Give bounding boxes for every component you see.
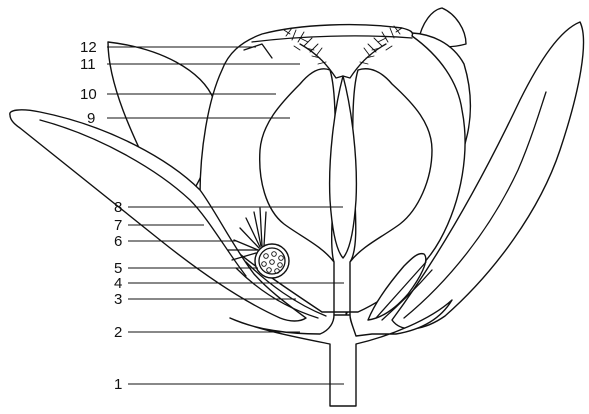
anther xyxy=(255,244,289,278)
label-8: 8 xyxy=(114,199,122,216)
label-3: 3 xyxy=(114,291,122,308)
label-12: 12 xyxy=(80,39,97,56)
label-7: 7 xyxy=(114,217,122,234)
label-10: 10 xyxy=(80,86,97,103)
label-9: 9 xyxy=(87,110,95,127)
label-1: 1 xyxy=(114,376,122,393)
label-11: 11 xyxy=(80,56,96,73)
label-5: 5 xyxy=(114,260,122,277)
label-6: 6 xyxy=(114,233,122,250)
label-2: 2 xyxy=(114,324,122,341)
label-4: 4 xyxy=(114,275,122,292)
